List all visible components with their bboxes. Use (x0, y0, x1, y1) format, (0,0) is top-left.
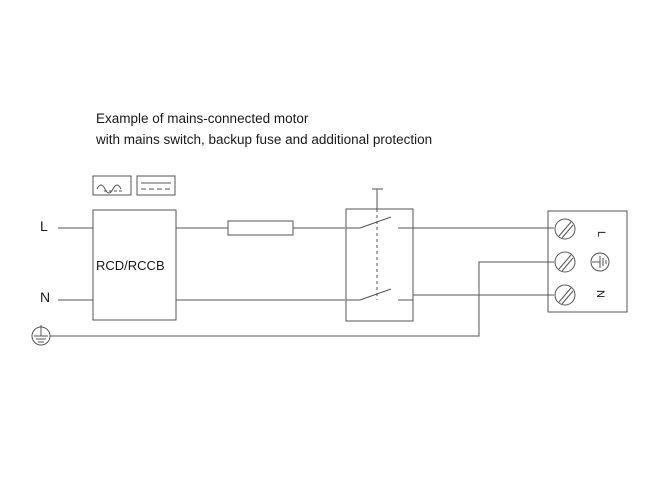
dc-dashed-icon (136, 175, 176, 196)
mains-switch (345, 188, 414, 322)
terminal-screw-n (554, 284, 576, 306)
protective-earth-icon (590, 252, 610, 272)
caption-line-1: Example of mains-connected motor (96, 111, 309, 126)
earth-ground-icon (31, 325, 51, 346)
ac-waveform-icon (92, 175, 132, 196)
rcd-rccb-box (92, 209, 177, 321)
wire-earth (50, 261, 554, 337)
rcd-rccb-label: RCD/RCCB (96, 258, 165, 273)
motor-terminal-block: L N (547, 210, 628, 313)
terminal-screw-pe (554, 251, 576, 273)
terminal-label-l: L (595, 231, 607, 237)
line-label-l: L (40, 218, 48, 234)
backup-fuse (227, 220, 294, 236)
terminal-screw-l (554, 218, 576, 240)
diagram-caption: Example of mains-connected motor with ma… (96, 108, 432, 150)
caption-line-2: with mains switch, backup fuse and addit… (96, 132, 433, 147)
terminal-label-n: N (594, 290, 606, 298)
line-label-n: N (40, 289, 50, 305)
